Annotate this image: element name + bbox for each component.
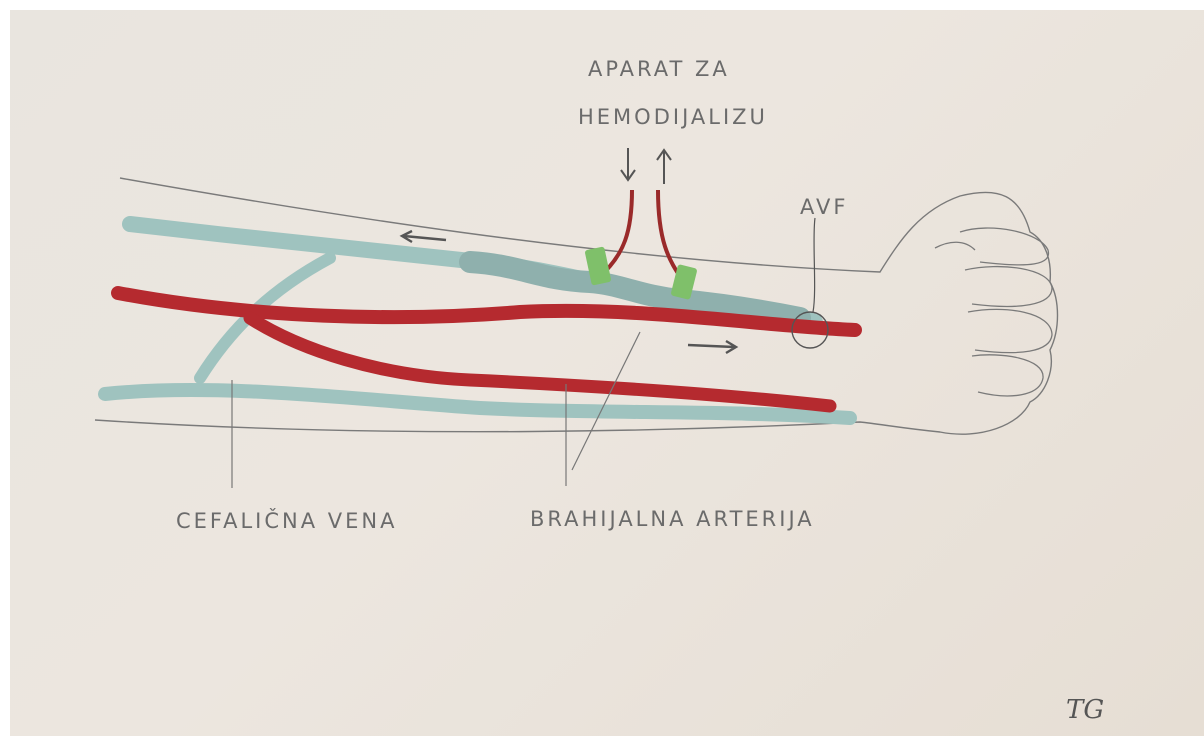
label-brachial-artery: BRAHIJALNA ARTERIJA — [530, 507, 815, 531]
hand-fingers — [935, 228, 1052, 396]
label-machine-line2: HEMODIJALIZU — [578, 105, 768, 129]
arrow-right-icon — [688, 341, 736, 353]
arrow-down-icon — [621, 148, 635, 180]
arrow-left-icon — [402, 231, 446, 242]
label-cephalic-vein: CEFALIČNA VENA — [176, 508, 397, 533]
signature: TG — [1066, 695, 1104, 725]
arrow-up-icon — [657, 150, 671, 184]
label-machine-line1: APARAT ZA — [588, 57, 730, 81]
leader-avf-vein — [572, 332, 640, 470]
label-avf: AVF — [800, 195, 848, 219]
